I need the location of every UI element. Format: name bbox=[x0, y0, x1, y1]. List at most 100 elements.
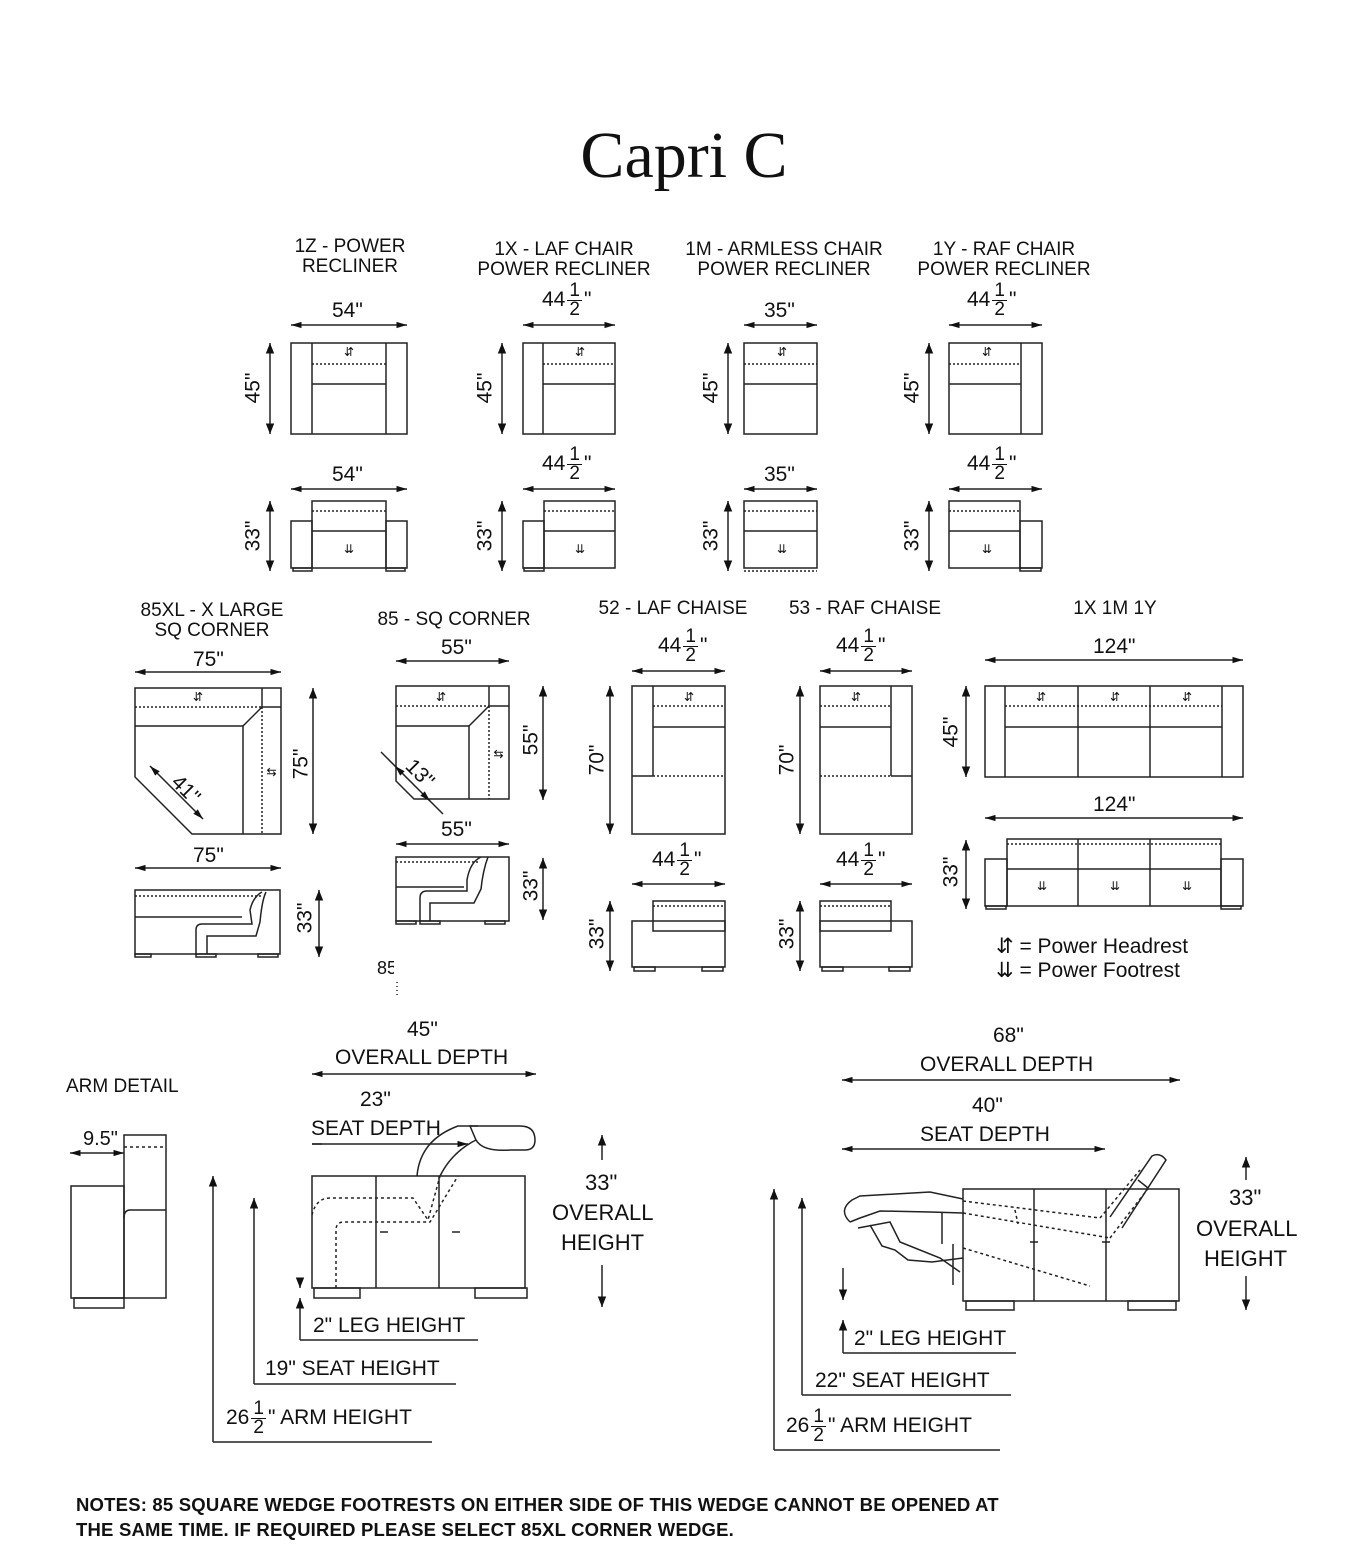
fraction-denominator: 2 bbox=[253, 1417, 264, 1438]
piece-1y-label: 1Y - RAF CHAIR POWER RECLINER bbox=[906, 240, 1102, 280]
width-whole: 44 bbox=[652, 848, 676, 872]
piece-sofa-top-view bbox=[961, 656, 1244, 778]
piece-1m-width: 35" bbox=[764, 299, 795, 322]
piece-sofa-width-front: 124" bbox=[1093, 793, 1136, 816]
headrest-icon: ⇵ bbox=[996, 935, 1014, 958]
piece-85xl-label-line1: 85XL - X LARGE bbox=[140, 600, 284, 621]
legend-headrest-label: = Power Headrest bbox=[1019, 935, 1189, 958]
piece-85xl-width: 75" bbox=[193, 648, 224, 671]
piece-sofa-label: 1X 1M 1Y bbox=[1073, 598, 1157, 619]
piece-85xl-label-line2: SQ CORNER bbox=[154, 620, 270, 641]
width-whole: 44 bbox=[967, 288, 991, 312]
piece-1x-top-view bbox=[497, 321, 616, 435]
fraction-denominator: 2 bbox=[569, 299, 580, 320]
fraction-numerator: 1 bbox=[811, 1406, 826, 1427]
footrest-icon: ⇊ bbox=[996, 959, 1014, 982]
piece-52-depth: 70" bbox=[585, 744, 609, 776]
piece-1m-width-front: 35" bbox=[764, 463, 795, 486]
piece-1y-depth: 45" bbox=[900, 372, 924, 404]
piece-52-label: 52 - LAF CHAISE bbox=[598, 598, 748, 619]
piece-1z-width-front: 54" bbox=[332, 463, 363, 486]
notes-line2: THE SAME TIME. IF REQUIRED PLEASE SELECT… bbox=[76, 1519, 735, 1540]
notes: NOTES: 85 SQUARE WEDGE FOOTRESTS ON EITH… bbox=[76, 1492, 999, 1542]
headrest-icon: ⇵ bbox=[1110, 690, 1121, 704]
headrest-icon: ⇵ bbox=[851, 690, 862, 704]
footrest-icon: ⇊ bbox=[575, 542, 586, 556]
piece-85xl-top-view bbox=[134, 668, 318, 835]
piece-52-height: 33" bbox=[585, 918, 609, 950]
piece-85xl-label: 85XL - X LARGE SQ CORNER bbox=[132, 601, 292, 641]
piece-85xl-depth: 75" bbox=[289, 748, 313, 780]
piece-53-depth: 70" bbox=[775, 744, 799, 776]
piece-1x-height: 33" bbox=[473, 520, 497, 552]
piece-sofa-depth: 45" bbox=[939, 716, 963, 748]
headrest-icon: ⇵ bbox=[575, 345, 586, 359]
piece-1x-label: 1X - LAF CHAIR POWER RECLINER bbox=[466, 240, 662, 280]
side-view-closed-drawing bbox=[208, 1070, 607, 1443]
piece-sofa-height: 33" bbox=[939, 856, 963, 888]
footrest-icon: ⇊ bbox=[982, 542, 993, 556]
piece-1z-top-view bbox=[265, 321, 408, 435]
fraction-denominator: 2 bbox=[863, 645, 874, 666]
side-view-open-drawing bbox=[769, 1076, 1251, 1451]
closed-seat-depth-value: 23" bbox=[360, 1088, 391, 1111]
open-overall-depth-value: 68" bbox=[993, 1024, 1024, 1047]
piece-85-width-front: 55" bbox=[441, 818, 472, 841]
piece-1m-height: 33" bbox=[699, 520, 723, 552]
piece-52-front-view bbox=[605, 880, 726, 972]
piece-1z-front-view bbox=[265, 485, 408, 572]
open-overall-height-l2: HEIGHT bbox=[1204, 1246, 1288, 1271]
width-whole: 44 bbox=[542, 288, 566, 312]
footrest-icon: ⇊ bbox=[1110, 879, 1121, 893]
piece-1m-top-view bbox=[723, 321, 818, 435]
width-whole: 44 bbox=[836, 634, 860, 658]
fraction-denominator: 2 bbox=[863, 859, 874, 880]
piece-1z-width: 54" bbox=[332, 299, 363, 322]
piece-1x-front-view bbox=[497, 485, 616, 572]
piece-1z-label-line2: RECLINER bbox=[301, 256, 399, 277]
piece-85xl-height: 33" bbox=[293, 902, 317, 934]
piece-85-label: 85 - SQ CORNER bbox=[377, 609, 531, 630]
piece-sofa-front-view bbox=[961, 814, 1244, 910]
fraction-numerator: 1 bbox=[992, 444, 1007, 465]
closed-seat-depth-label: SEAT DEPTH bbox=[311, 1117, 441, 1140]
closed-overall-depth-value: 45" bbox=[407, 1018, 438, 1041]
piece-85-height: 33" bbox=[519, 870, 543, 902]
headrest-icon: ⇵ bbox=[491, 748, 506, 760]
fraction-denominator: 2 bbox=[569, 463, 580, 484]
piece-53-top-view bbox=[795, 667, 913, 835]
piece-1m-depth: 45" bbox=[699, 372, 723, 404]
arm-whole: 26 bbox=[226, 1406, 250, 1430]
arm-whole: 26 bbox=[786, 1414, 810, 1438]
open-seat-height: 22" SEAT HEIGHT bbox=[815, 1369, 990, 1392]
footrest-icon: ⇊ bbox=[344, 542, 355, 556]
closed-overall-height-value: 33" bbox=[585, 1170, 618, 1195]
legend-headrest: ⇵ = Power Headrest bbox=[996, 935, 1188, 959]
fraction-numerator: 1 bbox=[683, 626, 698, 647]
notes-line1: NOTES: 85 SQUARE WEDGE FOOTRESTS ON EITH… bbox=[76, 1494, 999, 1515]
arm-detail-label: ARM DETAIL bbox=[66, 1076, 179, 1097]
fraction-denominator: 2 bbox=[994, 463, 1005, 484]
open-seat-depth-label: SEAT DEPTH bbox=[920, 1123, 1050, 1146]
fraction-numerator: 1 bbox=[992, 280, 1007, 301]
piece-1x-depth: 45" bbox=[473, 372, 497, 404]
closed-overall-height-l1: OVERALL bbox=[552, 1200, 654, 1225]
headrest-icon: ⇵ bbox=[1182, 690, 1193, 704]
legend-footrest: ⇊ = Power Footrest bbox=[996, 959, 1188, 983]
fraction-numerator: 1 bbox=[861, 626, 876, 647]
headrest-icon: ⇵ bbox=[264, 766, 279, 778]
open-leg-height: 2" LEG HEIGHT bbox=[854, 1327, 1007, 1350]
closed-leg-height: 2" LEG HEIGHT bbox=[313, 1314, 466, 1337]
piece-1m-label-line1: 1M - ARMLESS CHAIR bbox=[685, 239, 883, 260]
stray-label: 85 bbox=[377, 958, 394, 978]
arm-label: " ARM HEIGHT bbox=[827, 1414, 972, 1438]
piece-1y-top-view bbox=[924, 321, 1043, 435]
